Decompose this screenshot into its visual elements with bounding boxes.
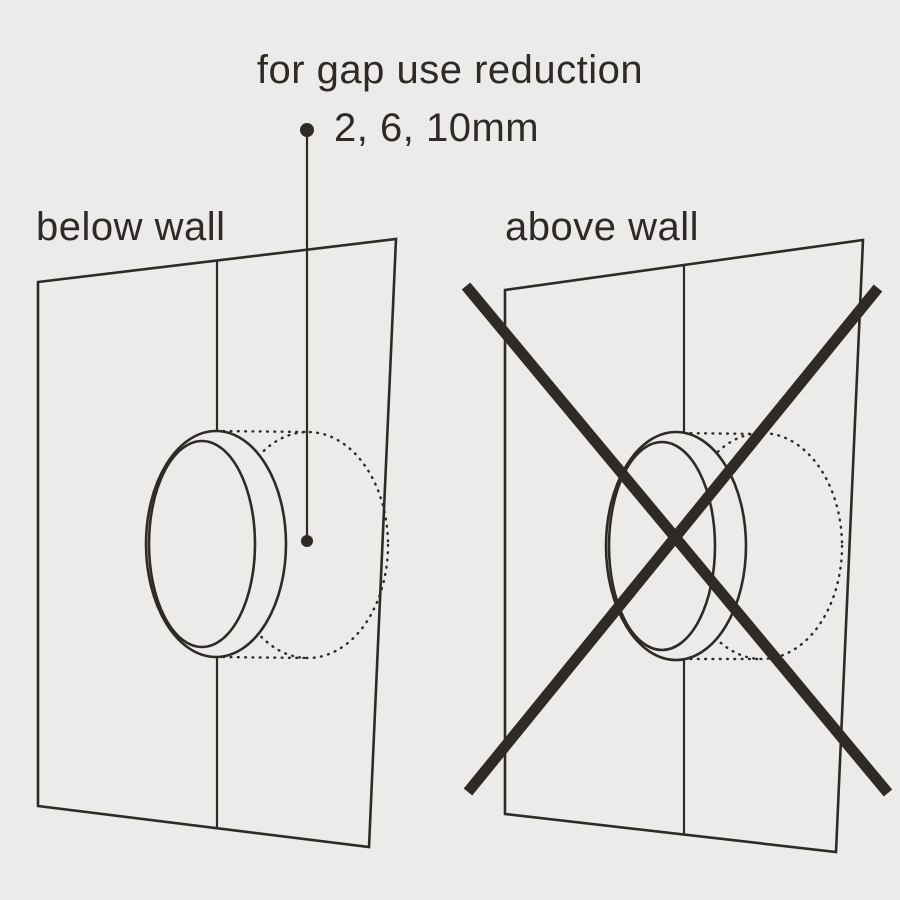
label-above-wall: above wall — [505, 205, 700, 249]
annotation-sizes: 2, 6, 10mm — [334, 106, 540, 150]
bullet-dot-icon — [300, 123, 314, 137]
label-below-wall: below wall — [36, 205, 226, 249]
left-recess-dotted-outline — [214, 429, 390, 660]
left-cylinder — [144, 429, 288, 659]
leader-end-dot-icon — [301, 535, 313, 547]
annotation-title: for gap use reduction — [256, 48, 644, 92]
leader-line — [300, 123, 314, 547]
cross-out-icon — [461, 282, 893, 797]
